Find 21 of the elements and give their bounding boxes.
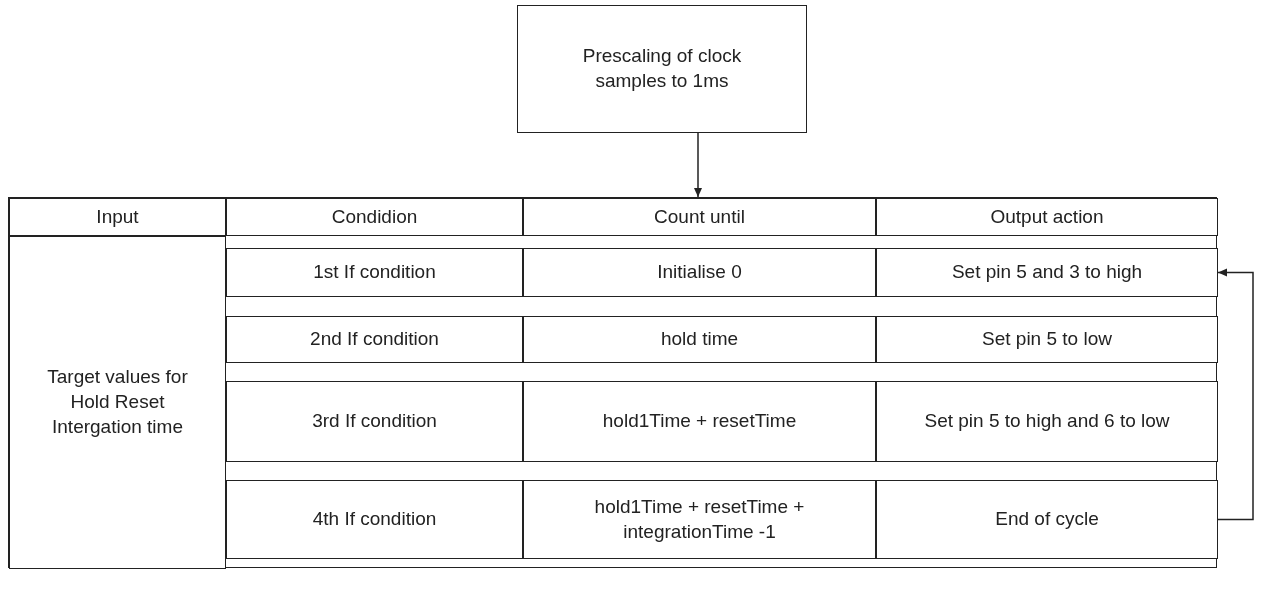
table-cell: hold1Time + resetTime [523,381,876,462]
table-cell: End of cycle [876,480,1218,559]
table-cell: Initialise 0 [523,248,876,297]
table-cell: Set pin 5 to high and 6 to low [876,381,1218,462]
header-cell: Count until [523,198,876,236]
table-frame [8,197,1217,568]
arrow [1217,268,1254,521]
table-cell: 1st If condition [226,248,523,297]
table-cell: Set pin 5 and 3 to high [876,248,1218,297]
header-cell: Output action [876,198,1218,236]
table-cell: Set pin 5 to low [876,316,1218,363]
process-box: Prescaling of clock samples to 1ms [517,5,807,133]
table-cell: 2nd If condition [226,316,523,363]
header-cell: Input [9,198,226,236]
table-cell: hold time [523,316,876,363]
table-cell: 4th If condition [226,480,523,559]
table-cell: Target values for Hold Reset Intergation time [9,236,226,569]
header-cell: Condidion [226,198,523,236]
table-cell: 3rd If condition [226,381,523,462]
arrow [694,132,702,198]
table-cell: hold1Time + resetTime + integrationTime -1 [523,480,876,559]
